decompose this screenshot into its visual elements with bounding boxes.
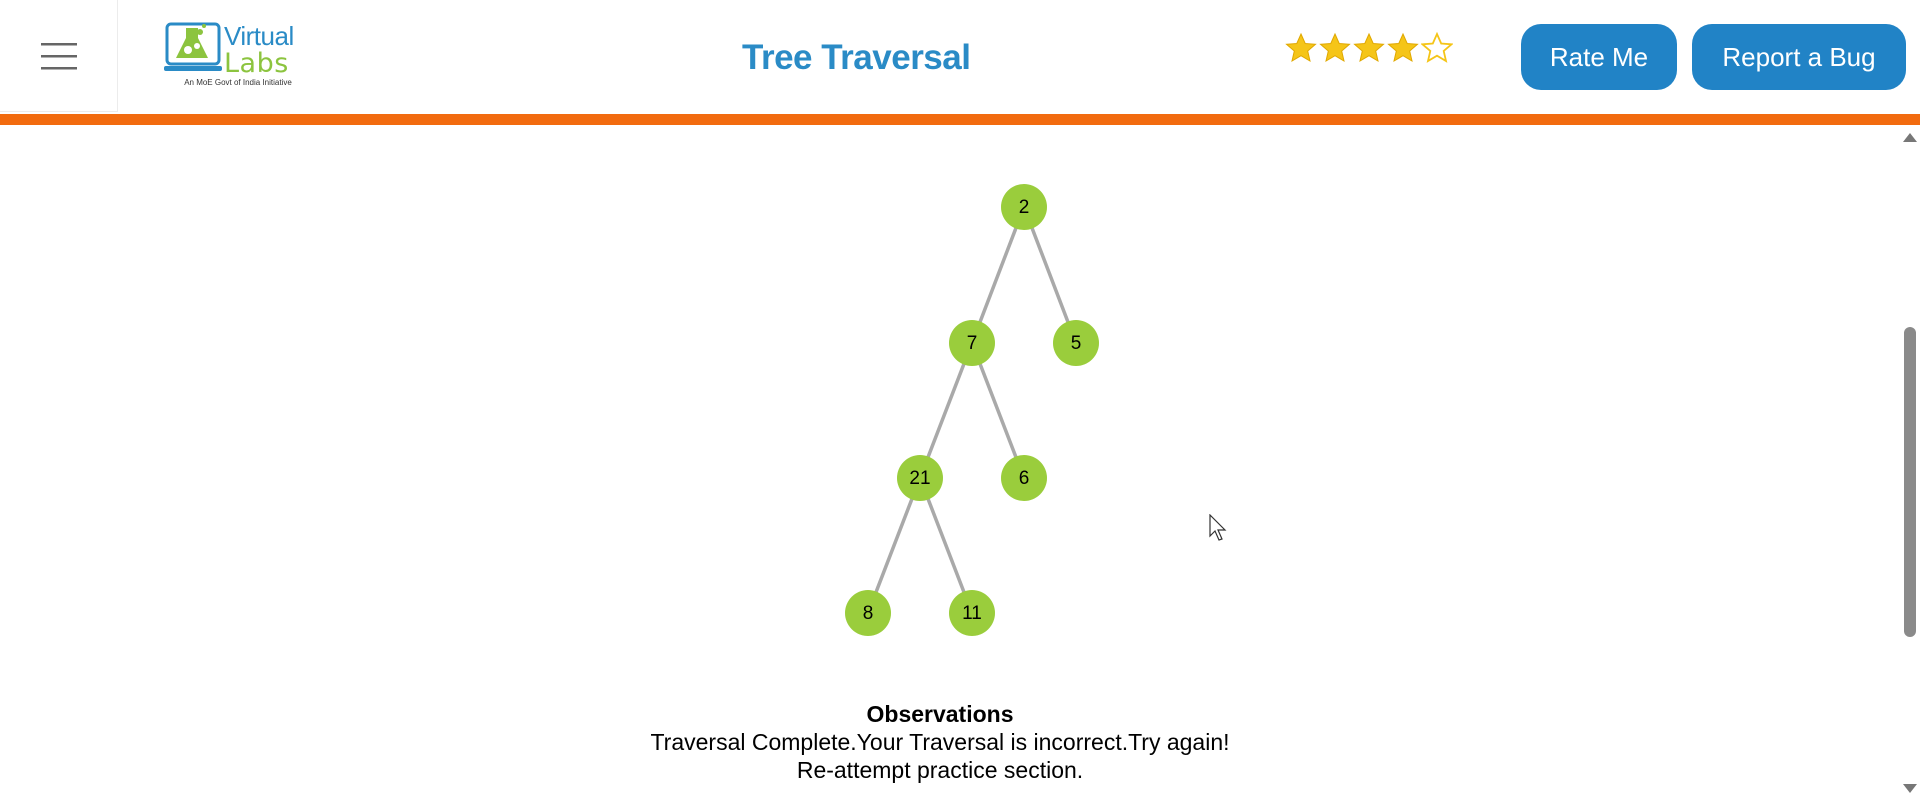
virtual-labs-logo[interactable]: Virtual Labs An MoE Govt of India Initia…	[164, 18, 300, 94]
star-empty-icon[interactable]	[1421, 32, 1453, 64]
scroll-down-arrow-icon[interactable]	[1903, 784, 1917, 793]
tree-node-label: 5	[1071, 333, 1082, 354]
star-filled-icon[interactable]	[1285, 32, 1317, 64]
rate-me-button[interactable]: Rate Me	[1521, 24, 1677, 90]
header: Virtual Labs An MoE Govt of India Initia…	[0, 0, 1920, 114]
observations-title: Observations	[866, 701, 1014, 727]
tree-edge	[918, 342, 974, 479]
tree-node-circle	[897, 455, 943, 501]
tree-node-6[interactable]: 6	[1001, 455, 1047, 501]
scroll-up-arrow-icon[interactable]	[1903, 133, 1917, 142]
tree-node-5[interactable]: 5	[1053, 320, 1099, 366]
observations-panel: Observations Traversal Complete.Your Tra…	[640, 700, 1240, 784]
hamburger-menu-icon	[40, 42, 77, 69]
hamburger-menu-button[interactable]	[0, 0, 118, 112]
tree-node-7[interactable]: 7	[949, 320, 995, 366]
page-title: Tree Traversal	[742, 38, 971, 77]
star-filled-icon[interactable]	[1387, 32, 1419, 64]
report-bug-button[interactable]: Report a Bug	[1692, 24, 1906, 90]
logo-word-labs: Labs	[224, 48, 289, 79]
tree-edge	[866, 477, 922, 614]
tree-node-circle	[1001, 184, 1047, 230]
star-filled-icon[interactable]	[1319, 32, 1351, 64]
header-accent-bar	[0, 114, 1920, 125]
tree-edge	[970, 342, 1026, 479]
tree-node-circle	[1053, 320, 1099, 366]
tree-node-21[interactable]: 21	[897, 455, 943, 501]
scrollbar-thumb[interactable]	[1904, 327, 1916, 637]
tree-node-label: 7	[967, 333, 978, 354]
tree-node-label: 11	[962, 603, 982, 624]
tree-node-label: 21	[909, 468, 930, 489]
tree-node-2[interactable]: 2	[1001, 184, 1047, 230]
mouse-cursor-icon	[1209, 514, 1227, 541]
flask-icon	[164, 22, 222, 71]
tree-node-label: 8	[863, 603, 874, 624]
logo-tagline: An MoE Govt of India Initiative	[184, 78, 292, 87]
tree-edge	[918, 477, 974, 614]
vertical-scrollbar[interactable]	[1900, 125, 1920, 800]
tree-node-8[interactable]: 8	[845, 590, 891, 636]
tree-node-circle	[1001, 455, 1047, 501]
tree-node-label: 6	[1019, 468, 1030, 489]
logo-word-virtual: Virtual	[224, 21, 294, 51]
observations-text: Traversal Complete.Your Traversal is inc…	[650, 729, 1230, 783]
tree-node-label: 2	[1019, 197, 1030, 218]
simulation-area: 2 7 5 21 6 8 11 Observations Traversal Complet…	[0, 125, 1900, 800]
star-filled-icon[interactable]	[1353, 32, 1385, 64]
tree-node-circle	[949, 320, 995, 366]
tree-node-11[interactable]: 11	[949, 590, 995, 636]
tree-node-circle	[949, 590, 995, 636]
star-rating[interactable]	[1285, 32, 1453, 64]
tree-node-circle	[845, 590, 891, 636]
tree-edge	[1022, 206, 1078, 344]
tree-edge	[970, 206, 1026, 344]
binary-tree: 2 7 5 21 6 8 11	[845, 184, 1099, 636]
